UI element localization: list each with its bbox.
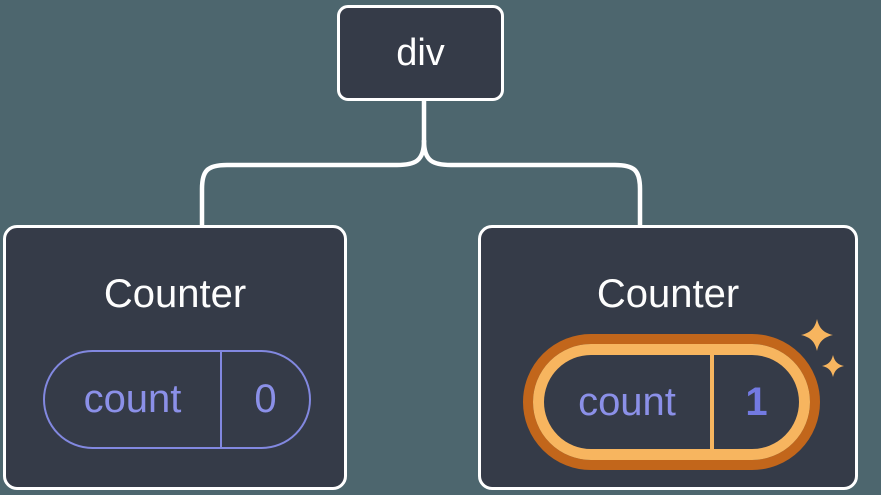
state-pill: count 0 [43,350,311,449]
root-node-label: div [396,32,445,74]
root-node-div: div [337,5,504,101]
connector-branch-right [421,138,643,232]
state-value: 1 [745,379,768,424]
counter-node-right: Counter count 1 [478,225,858,490]
counter-title: Counter [596,272,740,316]
counter-title: Counter [103,272,247,316]
state-pill-divider [710,355,714,449]
state-name-label: count [83,377,182,421]
state-value: 0 [254,377,277,421]
state-pill-highlight-ring: count 1 [523,334,820,470]
state-pill-highlighted: count 1 [533,344,810,460]
state-pill-divider [220,352,222,447]
counter-node-left: Counter count 0 [3,225,347,490]
connector-branch-left [199,138,427,232]
state-name-label: count [578,379,676,424]
